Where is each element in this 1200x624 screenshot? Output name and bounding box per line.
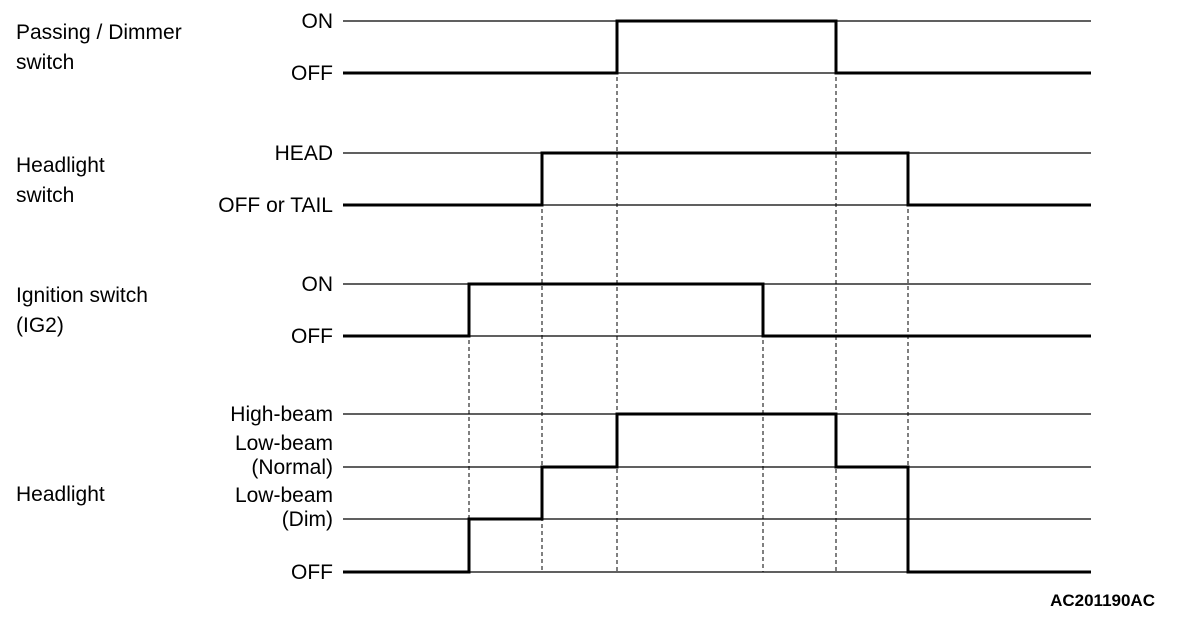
waveform-headlight-switch — [343, 151, 1091, 207]
signal-label-headlight: Headlight — [16, 483, 105, 506]
waveform-passing-dimmer — [343, 19, 1091, 75]
waveform-headlight — [343, 412, 1091, 574]
signal-label-passing-dimmer: Passing / Dimmer — [16, 21, 182, 44]
level-label-passing-dimmer-on: ON — [302, 10, 334, 33]
level-label-headlight-low-beam-dim: Low-beam — [235, 484, 333, 507]
signal-label-headlight-switch: switch — [16, 184, 74, 207]
level-label-headlight-switch-off-or-tail: OFF or TAIL — [218, 194, 333, 217]
signal-label-ignition-switch: (IG2) — [16, 314, 64, 337]
level-label-headlight-low-beam-dim: (Dim) — [282, 508, 333, 531]
level-label-headlight-switch-head: HEAD — [275, 142, 333, 165]
waveforms — [343, 19, 1091, 574]
level-label-ignition-switch-on: ON — [302, 273, 334, 296]
reference-code: AC201190AC — [1050, 591, 1155, 610]
level-label-headlight-high-beam: High-beam — [230, 403, 333, 426]
level-label-headlight-low-beam-normal: (Normal) — [251, 456, 333, 479]
level-label-passing-dimmer-off: OFF — [291, 62, 333, 85]
level-label-headlight-low-beam-normal: Low-beam — [235, 432, 333, 455]
waveform-ignition-switch — [343, 282, 1091, 338]
signal-label-passing-dimmer: switch — [16, 51, 74, 74]
transition-guides — [468, 21, 909, 572]
level-label-headlight-off: OFF — [291, 561, 333, 584]
signal-label-headlight-switch: Headlight — [16, 154, 105, 177]
level-grid — [343, 20, 1091, 573]
signal-label-ignition-switch: Ignition switch — [16, 284, 148, 307]
level-label-ignition-switch-off: OFF — [291, 325, 333, 348]
